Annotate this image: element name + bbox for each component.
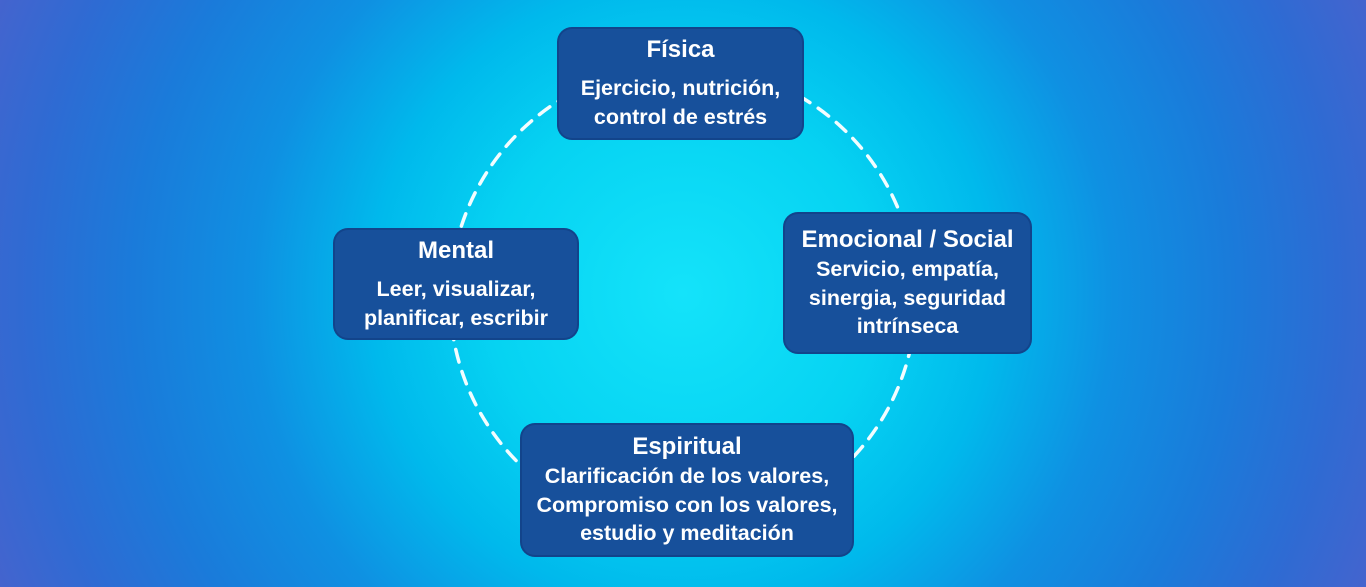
node-mental: Mental Leer, visualizar, planificar, esc… [333,228,579,340]
node-mental-title: Mental [417,236,494,264]
node-espiritual-title: Espiritual [632,432,742,460]
node-fisica-body: Ejercicio, nutrición, control de estrés [580,76,781,129]
node-espiritual-body: Clarificación de los valores, Compromiso… [536,463,838,546]
node-emocional-social-body: Servicio, empatía, sinergia, seguridad i… [808,256,1007,339]
node-fisica-title: Física [646,36,715,64]
node-emocional-social: Emocional / Social Servicio, empatía, si… [783,212,1032,354]
node-espiritual: Espiritual Clarificación de los valores,… [520,423,854,557]
node-mental-body: Leer, visualizar, planificar, escribir [363,276,549,330]
node-fisica: Física Ejercicio, nutrición, control de … [557,27,804,140]
node-emocional-social-title: Emocional / Social [801,225,1014,253]
